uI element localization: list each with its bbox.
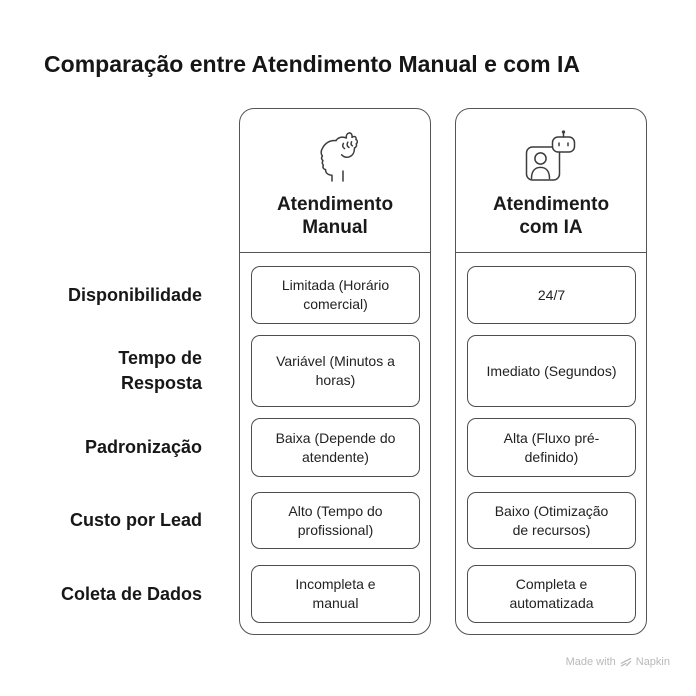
made-with-napkin-watermark: Made with Napkin bbox=[566, 656, 670, 668]
column-manual-title: Atendimento Manual bbox=[276, 194, 394, 238]
cell-manual-padronizacao: Baixa (Depende do atendente) bbox=[251, 418, 420, 477]
hand-on-head-icon bbox=[312, 130, 358, 182]
column-ai-title: Atendimento com IA bbox=[492, 194, 610, 238]
napkin-brand-text: Napkin bbox=[635, 656, 670, 668]
column-ai-header: Atendimento com IA bbox=[456, 109, 646, 253]
row-label-padronizacao: Padronização bbox=[84, 437, 202, 457]
cell-ai-custo-por-lead: Baixo (Otimização de recursos) bbox=[467, 492, 636, 549]
row-label-tempo-de-resposta: Tempo de Resposta bbox=[118, 348, 202, 393]
cell-manual-disponibilidade: Limitada (Horário comercial) bbox=[251, 266, 420, 324]
cell-ai-padronizacao: Alta (Fluxo pré- definido) bbox=[467, 418, 636, 477]
cell-ai-disponibilidade: 24/7 bbox=[467, 266, 636, 324]
made-with-text: Made with bbox=[565, 656, 616, 668]
cell-manual-custo-por-lead: Alto (Tempo do profissional) bbox=[251, 492, 420, 549]
napkin-logo-icon bbox=[620, 656, 632, 668]
cell-ai-coleta-de-dados: Completa e automatizada bbox=[467, 565, 636, 623]
row-label-disponibilidade: Disponibilidade bbox=[67, 284, 202, 305]
cell-manual-coleta-de-dados: Incompleta e manual bbox=[251, 565, 420, 623]
person-card-robot-icon bbox=[525, 130, 577, 182]
cell-manual-tempo-de-resposta: Variável (Minutos a horas) bbox=[251, 335, 420, 407]
page-title: Comparação entre Atendimento Manual e co… bbox=[44, 51, 580, 77]
cell-ai-tempo-de-resposta: Imediato (Segundos) bbox=[467, 335, 636, 407]
column-manual-header: Atendimento Manual bbox=[240, 109, 430, 253]
row-label-custo-por-lead: Custo por Lead bbox=[69, 510, 202, 530]
row-label-coleta-de-dados: Coleta de Dados bbox=[60, 583, 202, 604]
